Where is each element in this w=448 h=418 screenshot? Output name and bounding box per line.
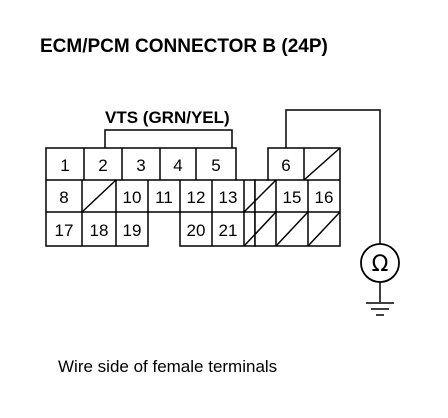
pin-1: 1 <box>60 156 69 175</box>
pin-21: 21 <box>219 221 238 240</box>
pin-18: 18 <box>90 221 109 240</box>
ohmmeter-icon: Ω <box>360 243 400 283</box>
diagram-title: ECM/PCM CONNECTOR B (24P) <box>40 36 328 57</box>
pin-3: 3 <box>136 156 145 175</box>
pin-11: 11 <box>155 188 173 207</box>
probe-label: VTS (GRN/YEL) <box>105 108 230 127</box>
pin-8: 8 <box>59 188 68 207</box>
diagram-caption: Wire side of female terminals <box>58 357 277 376</box>
pin-4: 4 <box>173 156 182 175</box>
pin-6: 6 <box>281 156 290 175</box>
pin-13: 13 <box>219 188 238 207</box>
pin-19: 19 <box>123 221 142 240</box>
pin-12: 12 <box>187 188 206 207</box>
pin-labels: 1 2 3 4 5 6 8 10 11 12 13 15 16 17 18 19… <box>55 156 334 240</box>
ground-icon <box>366 302 394 316</box>
unused-cavity-marks <box>81 147 341 247</box>
pin-20: 20 <box>187 221 206 240</box>
pin-2: 2 <box>98 156 107 175</box>
ohm-symbol: Ω <box>372 252 389 277</box>
pin-10: 10 <box>123 188 142 207</box>
pin-17: 17 <box>55 221 74 240</box>
pin-5: 5 <box>211 156 220 175</box>
pin-15: 15 <box>283 188 302 207</box>
meter-lead <box>285 109 381 302</box>
pin-16: 16 <box>315 188 334 207</box>
probe-lead <box>104 129 233 148</box>
